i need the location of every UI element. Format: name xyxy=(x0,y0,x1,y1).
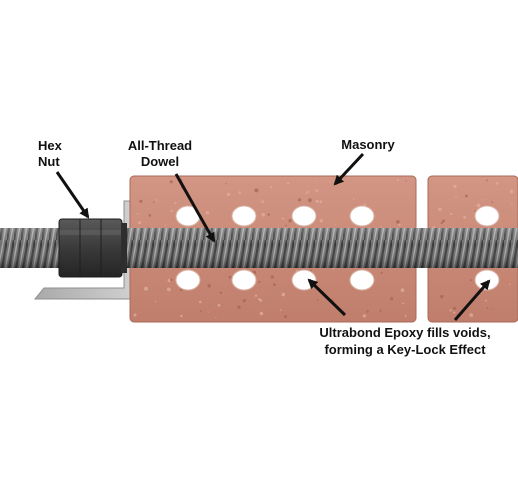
epoxy-void xyxy=(474,205,500,227)
epoxy-label-line1: Ultrabond Epoxy fills voids, xyxy=(319,325,490,340)
hex-nut-label-line1: Hex xyxy=(38,138,63,153)
epoxy-label-line2: forming a Key-Lock Effect xyxy=(324,342,486,357)
epoxy-voids xyxy=(175,205,500,291)
arrow-icon xyxy=(333,152,365,186)
hex-nut-icon xyxy=(58,218,127,278)
epoxy-void xyxy=(231,269,257,291)
dowel-label-line1: All-Thread xyxy=(128,138,192,153)
epoxy-void xyxy=(175,269,201,291)
hex-nut-label-line2: Nut xyxy=(38,154,60,169)
arrow-icon xyxy=(174,173,216,243)
epoxy-void xyxy=(291,269,317,291)
epoxy-void xyxy=(474,269,500,291)
callout-labels: Hex Nut All-Thread Dowel Masonry Ultrabo… xyxy=(38,137,491,357)
arrow-icon xyxy=(453,279,491,321)
leader-lines xyxy=(55,152,491,321)
dowel-label-line2: Dowel xyxy=(141,154,179,169)
arrow-icon xyxy=(307,278,347,317)
epoxy-void xyxy=(231,205,257,227)
arrow-icon xyxy=(55,171,90,219)
epoxy-void xyxy=(291,205,317,227)
epoxy-void xyxy=(349,269,375,291)
masonry-label: Masonry xyxy=(341,137,395,152)
epoxy-void xyxy=(349,205,375,227)
